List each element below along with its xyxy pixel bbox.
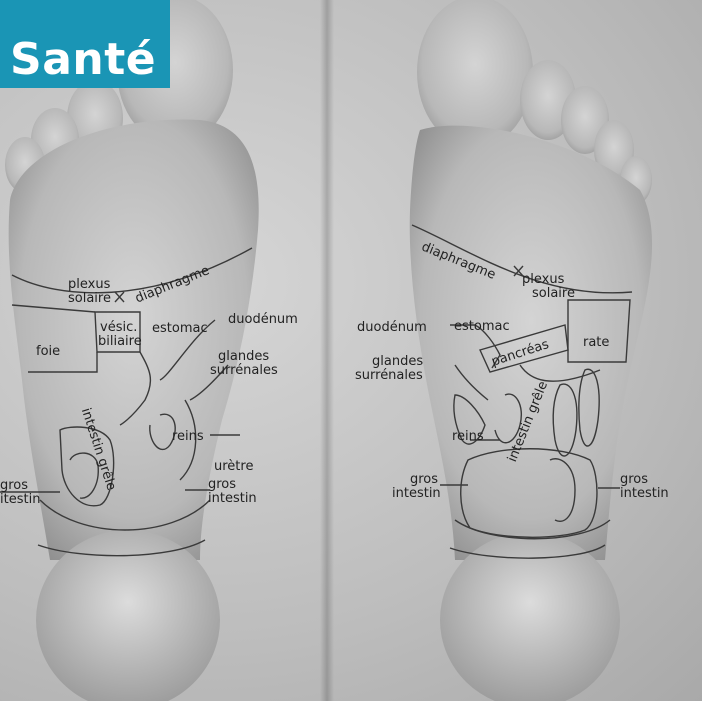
label-intestin-edge: itestin xyxy=(0,493,40,506)
page-fold xyxy=(320,0,334,701)
label-duodenum-r: duodénum xyxy=(357,321,427,334)
label-surrenales: surrénales xyxy=(210,364,278,377)
right-heel xyxy=(440,532,620,701)
label-reins: reins xyxy=(172,430,204,443)
label-reins-r: reins xyxy=(452,430,484,443)
label-duodenum: duodénum xyxy=(228,313,298,326)
label-intestin: intestin xyxy=(208,492,257,505)
section-badge: Santé xyxy=(0,0,170,88)
label-glandes-r: glandes xyxy=(372,355,423,368)
label-biliaire: biliaire xyxy=(98,335,142,348)
label-estomac-r: estomac xyxy=(454,320,510,333)
label-gros-right-r: gros xyxy=(620,473,648,486)
label-intestin-right-r: intestin xyxy=(620,487,669,500)
right-big-toe xyxy=(417,0,533,148)
label-gros: gros xyxy=(208,478,236,491)
label-glandes: glandes xyxy=(218,350,269,363)
label-gros-left-r: gros xyxy=(410,473,438,486)
label-plexus: plexus xyxy=(68,278,110,291)
section-title: Santé xyxy=(10,38,156,82)
label-solaire-r: solaire xyxy=(532,287,575,300)
label-solaire: solaire xyxy=(68,292,111,305)
label-rate-r: rate xyxy=(583,336,609,349)
label-foie: foie xyxy=(36,345,60,358)
label-uretre: urètre xyxy=(214,460,253,473)
label-intestin-left-r: intestin xyxy=(392,487,441,500)
label-plexus-r: plexus xyxy=(522,273,564,286)
label-vesic: vésic. xyxy=(100,321,137,334)
label-surrenales-r: surrénales xyxy=(355,369,423,382)
label-gros-edge: gros xyxy=(0,479,28,492)
label-estomac: estomac xyxy=(152,322,208,335)
